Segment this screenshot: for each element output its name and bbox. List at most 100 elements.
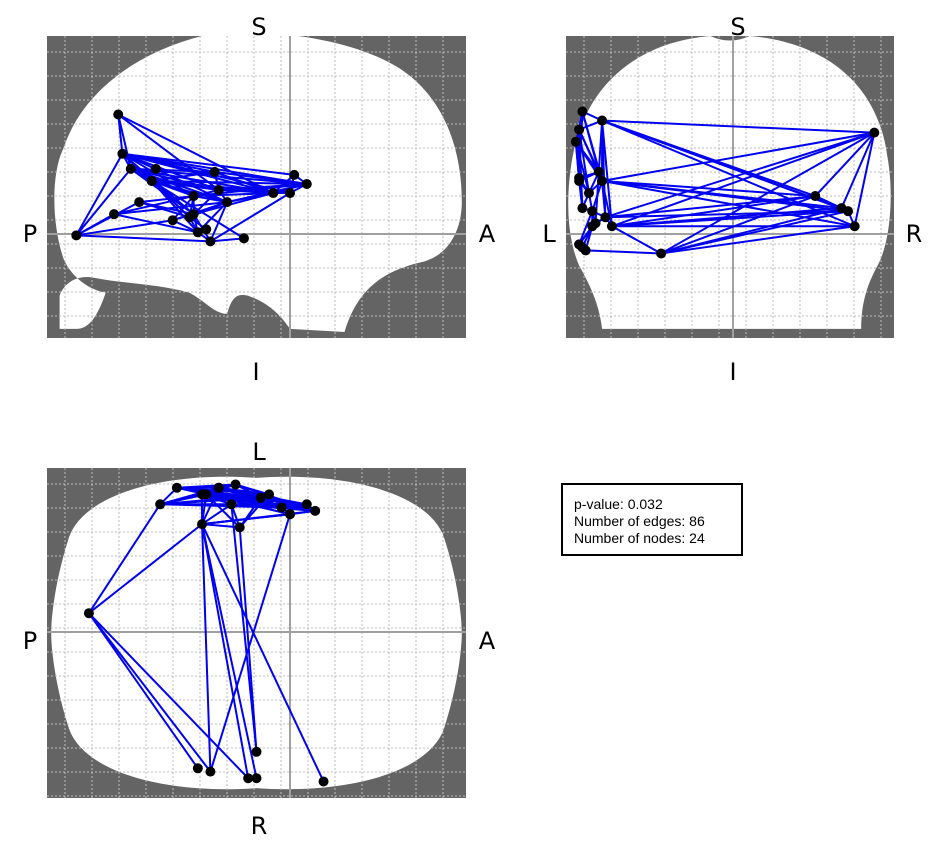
sagittal-node [188,191,199,202]
axial-edge [201,503,233,526]
axial-edge [238,526,258,753]
sagittal-node [150,163,161,174]
coronal-label-right: R [906,220,923,248]
axial-edge [87,612,199,770]
sagittal-edge [209,237,245,243]
sagittal-edge [226,182,308,204]
sagittal-label-bottom: I [252,358,259,386]
axial-node [213,482,224,493]
sagittal-node [125,163,136,174]
sagittal-node [146,175,157,186]
sagittal-node [109,209,120,220]
axial-label-top: L [252,438,266,466]
axial-edge [87,503,162,615]
node-count-text: Number of nodes: 24 [574,530,705,546]
sagittal-node [184,212,195,223]
coronal-node [574,124,585,135]
axial-node [251,773,262,784]
coronal-edge [601,119,856,228]
coronal-nodes [570,106,880,259]
sagittal-node [113,109,124,120]
coronal-edge [610,225,663,255]
axial-node [197,519,208,530]
coronal-edge [853,131,876,228]
axial-edge [209,513,292,773]
coronal-edge [610,131,876,228]
axial-node [171,482,182,493]
sagittal-edge [150,179,195,198]
coronal-node [577,106,588,117]
coronal-node [587,206,598,217]
sagittal-label-top: S [251,13,266,41]
axial-node [243,773,254,784]
axial-edge [87,612,250,780]
axial-label-left: P [23,627,37,655]
axial-label-bottom: R [251,812,268,840]
p-value-text: p-value: 0.032 [574,496,663,512]
sagittal-node [71,230,82,241]
coronal-edge [601,179,850,213]
axial-node [155,499,166,510]
sagittal-edge [75,167,132,237]
sagittal-edge [213,170,308,185]
axial-node [197,489,208,500]
coronal-node [849,221,860,232]
sagittal-node [289,169,300,180]
sagittal-nodes [71,109,312,247]
coronal-edge [660,225,856,255]
axial-edge [201,523,212,773]
axial-node [301,499,312,510]
coronal-edge [601,119,876,134]
coronal-node [587,221,598,232]
sagittal-node [222,197,233,208]
stats-legend-box: p-value: 0.032 Number of edges: 86 Numbe… [561,483,743,556]
sagittal-view: S I P A [23,13,496,386]
sagittal-node [205,236,216,247]
coronal-node [574,172,585,183]
coronal-edge [604,210,850,219]
coronal-label-bottom: I [729,358,736,386]
coronal-edge [601,131,876,182]
coronal-node [577,242,588,253]
sagittal-label-right: A [479,220,496,248]
coronal-node [593,166,604,177]
coronal-node [577,203,588,214]
sagittal-edge [75,213,116,237]
coronal-node [570,136,581,147]
sagittal-node [192,227,203,238]
coronal-edge [840,131,876,210]
sagittal-edge [171,201,229,222]
axial-node [264,489,275,500]
sagittal-edge [113,201,229,216]
axial-node [226,499,237,510]
axial-node [234,522,245,533]
sagittal-node [209,166,220,177]
axial-node [251,746,262,757]
axial-edge [234,483,317,512]
sagittal-edge [75,152,124,237]
sagittal-edge [121,152,296,176]
sagittal-edge [150,170,216,182]
coronal-edge [601,119,613,228]
axial-node [255,492,266,503]
sagittal-edge [113,195,195,216]
sagittal-label-left: P [23,220,37,248]
axial-node [310,505,321,516]
axial-edge [230,503,258,753]
axial-node [276,502,287,513]
coronal-edge [610,195,817,228]
coronal-brain-outline [568,36,891,329]
sagittal-edge [209,201,229,243]
sagittal-edge [117,113,220,192]
coronal-edge [578,110,584,182]
axial-node [285,509,296,520]
sagittal-edge [121,152,216,173]
sagittal-edge [75,219,174,237]
axial-label-right: A [479,627,496,655]
coronal-edge [591,179,604,213]
coronal-node [597,115,608,126]
coronal-node [869,127,880,138]
axial-edge [201,486,220,526]
